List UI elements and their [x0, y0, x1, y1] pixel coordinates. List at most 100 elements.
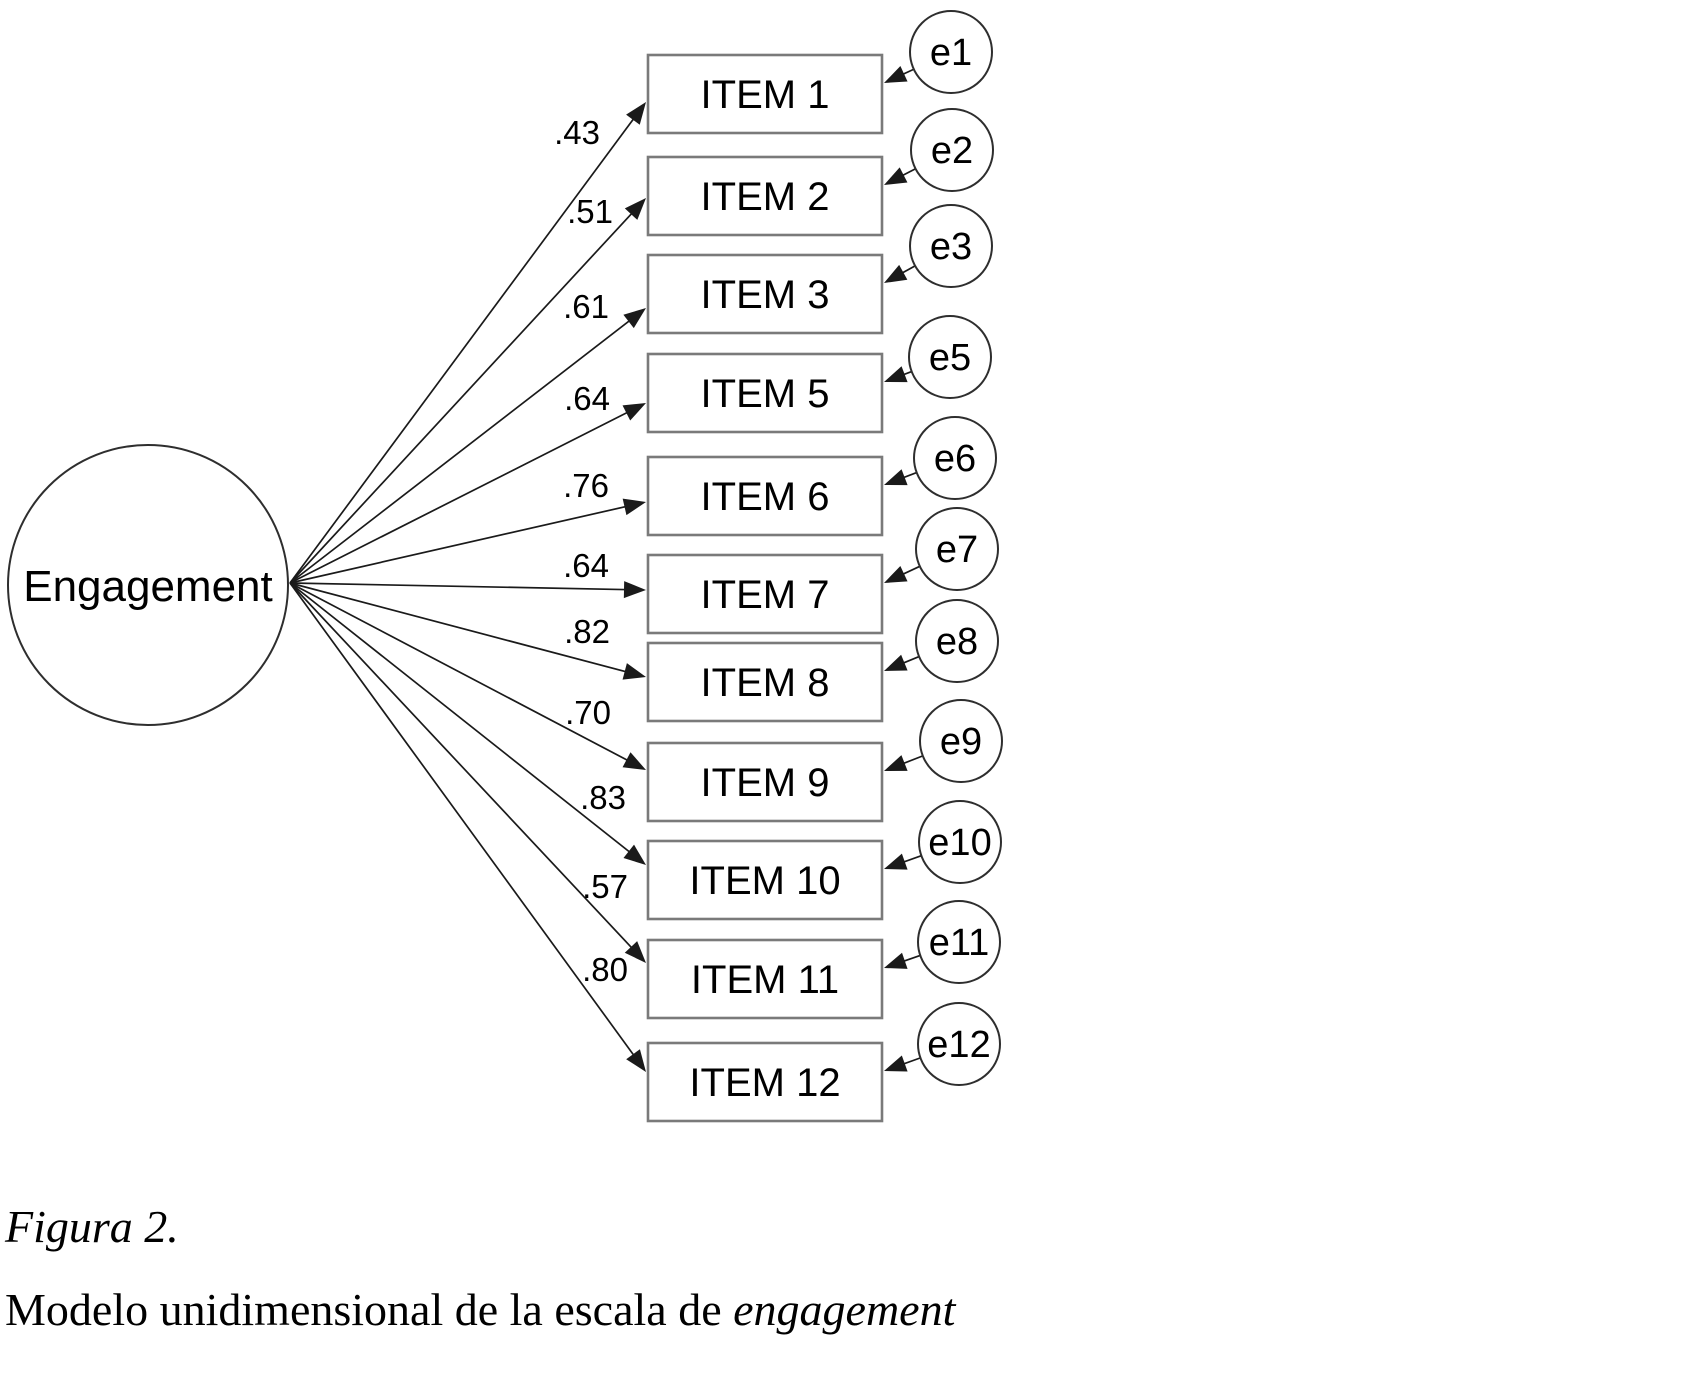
item-label: ITEM 9: [701, 761, 830, 805]
item-label: ITEM 10: [689, 859, 840, 903]
item-box: [646, 938, 884, 1020]
error-circle: [909, 204, 993, 288]
item-box: [646, 455, 884, 537]
item-label: ITEM 2: [701, 175, 830, 219]
item-box: [646, 839, 884, 921]
loading-arrow-line: [289, 582, 641, 591]
indicator-group: .61 ITEM 3 e3: [289, 204, 993, 584]
error-label: e5: [929, 337, 971, 379]
loading-arrow-line: [289, 582, 642, 768]
error-label: e12: [927, 1024, 990, 1066]
loading-arrow-line: [289, 582, 643, 960]
item-label: ITEM 12: [689, 1061, 840, 1105]
indicator-group: .64 ITEM 5 e5: [289, 315, 992, 584]
item-label: ITEM 5: [701, 372, 830, 416]
error-arrowhead: [884, 654, 908, 671]
loading-arrowhead: [622, 752, 646, 770]
error-arrowhead: [884, 1055, 908, 1072]
error-circle: [915, 507, 999, 591]
error-label: e9: [940, 721, 982, 763]
loading-value: .51: [567, 193, 613, 230]
item-box: [646, 1041, 884, 1123]
loading-arrow-line: [289, 201, 643, 584]
item-label: ITEM 7: [701, 573, 830, 617]
error-arrowhead: [884, 566, 908, 583]
error-arrowhead: [884, 264, 908, 283]
loading-arrowhead: [626, 1049, 646, 1072]
item-box: [646, 741, 884, 823]
error-circle: [908, 315, 992, 399]
loading-arrowhead: [623, 844, 646, 865]
figure-caption-description: Modelo unidimensional de la escala de en…: [5, 1283, 955, 1336]
loading-value: .70: [565, 694, 611, 731]
loading-arrowhead: [622, 498, 646, 516]
loading-value: .43: [554, 114, 600, 151]
error-label: e2: [931, 130, 973, 172]
item-label: ITEM 8: [701, 661, 830, 705]
loading-arrow-line: [289, 310, 642, 584]
error-arrowhead: [884, 952, 908, 969]
error-label: e1: [930, 32, 972, 74]
loading-value: .61: [563, 288, 609, 325]
item-box: [646, 53, 884, 135]
loading-arrowhead: [622, 403, 646, 421]
error-label: e7: [936, 529, 978, 571]
loading-arrowhead: [624, 198, 646, 220]
loading-arrow-line: [289, 582, 644, 1068]
error-circle: [917, 900, 1001, 984]
error-arrowhead: [884, 853, 908, 870]
latent-circle: [7, 444, 289, 726]
error-circle: [910, 108, 994, 192]
indicator-group: .51 ITEM 2 e2: [289, 108, 994, 584]
item-box: [646, 641, 884, 723]
loading-arrow-line: [289, 404, 642, 584]
error-arrowhead: [884, 66, 908, 83]
item-box: [646, 553, 884, 635]
loading-value: .57: [582, 868, 628, 905]
loading-arrowhead: [626, 102, 646, 125]
item-label: ITEM 3: [701, 273, 830, 317]
item-label: ITEM 1: [701, 73, 830, 117]
loading-arrow-line: [289, 582, 642, 862]
error-circle: [915, 599, 999, 683]
figure-caption-description-italic: engagement: [733, 1284, 956, 1335]
error-label: e10: [928, 822, 991, 864]
loading-arrowhead: [624, 941, 646, 963]
error-arrowhead: [884, 167, 908, 185]
loading-arrowhead: [622, 663, 646, 680]
figure-caption-label-text: Figura 2.: [5, 1201, 179, 1252]
loading-arrow-line: [289, 502, 641, 584]
loading-value: .64: [563, 547, 609, 584]
loading-arrowhead: [623, 581, 646, 599]
error-arrowhead: [884, 469, 908, 486]
error-circle: [913, 416, 997, 500]
item-label: ITEM 11: [691, 958, 839, 1002]
loading-value: .83: [580, 779, 626, 816]
loading-arrowhead: [623, 308, 646, 329]
item-label: ITEM 6: [701, 475, 830, 519]
error-label: e8: [936, 621, 978, 663]
error-circle: [919, 699, 1003, 783]
figure-caption-label: Figura 2.: [5, 1200, 179, 1253]
figure-caption-description-regular: Modelo unidimensional de la escala de: [5, 1284, 734, 1335]
loading-arrow-line: [289, 106, 644, 584]
error-arrowhead: [884, 366, 908, 383]
loading-value: .82: [564, 613, 610, 650]
loading-value: .76: [563, 467, 609, 504]
latent-variable: Engagement: [7, 444, 289, 726]
item-box: [646, 155, 884, 237]
item-box: [646, 253, 884, 335]
latent-label: Engagement: [23, 562, 273, 611]
error-label: e11: [929, 922, 990, 964]
error-label: e3: [930, 226, 972, 268]
item-box: [646, 352, 884, 434]
loading-value: .64: [564, 380, 610, 417]
